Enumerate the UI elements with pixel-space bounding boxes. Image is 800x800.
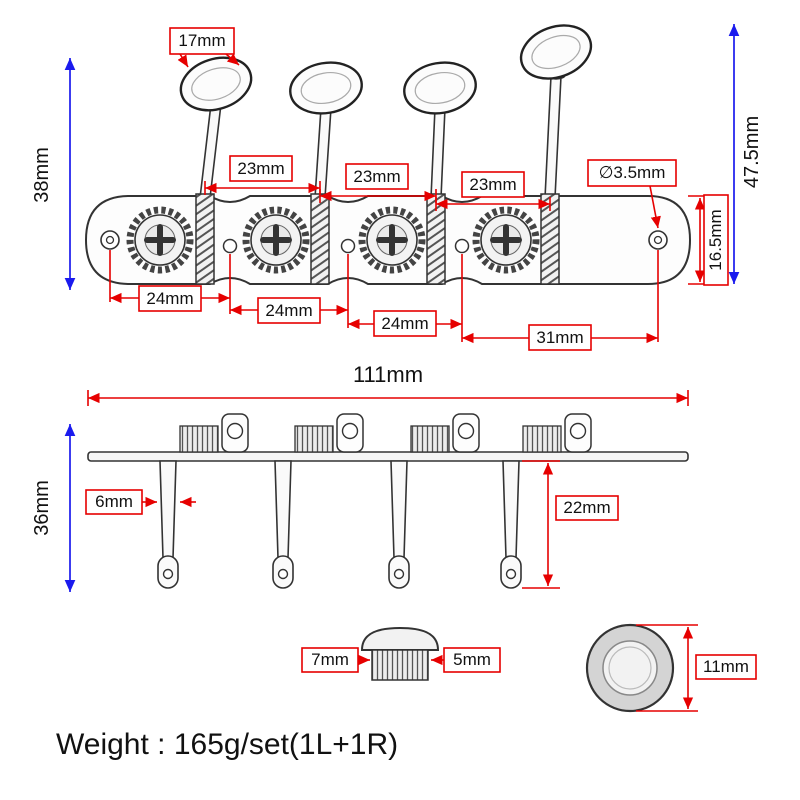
pitch-1-label: 24mm — [146, 289, 193, 308]
string-post — [157, 460, 179, 589]
bushing-height-label: 5mm — [453, 650, 491, 669]
weight-label: Weight : 165g/set(1L+1R) — [56, 728, 398, 761]
bushing-width-label: 7mm — [311, 650, 349, 669]
spacing-dim-2: 23mm — [319, 163, 437, 203]
spacing-3-label: 23mm — [469, 175, 516, 194]
string-post — [272, 460, 294, 589]
pitch-2-label: 24mm — [265, 301, 312, 320]
plate-hole — [454, 238, 470, 254]
spacing-dim-1: 23mm — [204, 155, 321, 195]
spacing-2-label: 23mm — [353, 167, 400, 186]
button-width-label: 17mm — [178, 31, 225, 50]
worm-shaft — [310, 193, 330, 285]
button-width-dim: 17mm — [169, 27, 240, 68]
pitch-3-label: 24mm — [381, 314, 428, 333]
plate-width-dim: 16.5mm — [688, 194, 729, 286]
worm-and-bracket — [294, 413, 364, 453]
pitch-4-label: 31mm — [536, 328, 583, 347]
post-diameter-label: 6mm — [95, 492, 133, 511]
washer-view: 11mm — [585, 623, 757, 713]
gear — [358, 206, 426, 274]
height-left-label: 38mm — [31, 147, 53, 203]
gear — [472, 206, 540, 274]
screw-cross-icon — [260, 224, 292, 256]
post-length-dim: 22mm — [522, 460, 619, 589]
height-right-dim: 47.5mm — [728, 24, 763, 284]
total-length-label: 111mm — [353, 362, 423, 387]
washer-inner — [602, 640, 658, 696]
gear — [242, 206, 310, 274]
worm-shaft — [540, 193, 560, 285]
worm-and-bracket — [179, 413, 249, 453]
string-post — [500, 460, 522, 589]
washer-diameter-dim: 11mm — [636, 624, 757, 712]
side-view: 111mm 36mm — [31, 362, 689, 592]
screw-cross-icon — [144, 224, 176, 256]
screw-cross-icon — [376, 224, 408, 256]
height-right-label: 47.5mm — [741, 116, 763, 188]
bushing-height-dim: 5mm — [431, 647, 501, 673]
bushing-view: 7mm 5mm — [301, 626, 501, 681]
gear — [126, 206, 194, 274]
washer-hole-edge — [608, 646, 652, 690]
height-left-dim: 38mm — [31, 58, 76, 290]
spacing-dim-3: 23mm — [435, 171, 551, 211]
worm-and-bracket — [410, 413, 480, 453]
overall-height-label: 36mm — [31, 480, 53, 536]
plate-side — [87, 451, 689, 462]
end-screw-hole — [648, 230, 668, 250]
tuner-stem — [314, 107, 332, 199]
post-diameter-dim: 6mm — [85, 489, 196, 515]
tuner-stem — [199, 103, 222, 199]
bushing-width-dim: 7mm — [301, 647, 370, 673]
worm-shaft — [195, 193, 215, 285]
total-length-dim: 111mm — [87, 362, 689, 406]
hole-diameter-label: ∅3.5mm — [599, 163, 666, 182]
tuner-button — [179, 56, 253, 112]
hole-pitch-dims: 24mm 24mm 24mm 31mm — [109, 250, 659, 351]
tuner-stem — [544, 75, 562, 199]
washer-diameter-label: 11mm — [703, 657, 749, 676]
tuner-button — [289, 61, 363, 115]
bushing-flange — [360, 626, 440, 651]
plate-hole — [340, 238, 356, 254]
tuner-button — [403, 61, 477, 115]
spacing-1-label: 23mm — [237, 159, 284, 178]
plate-width-label: 16.5mm — [706, 209, 725, 270]
hole-diameter-dim: ∅3.5mm — [587, 159, 677, 229]
plate-hole — [222, 238, 238, 254]
overall-height-dim: 36mm — [31, 424, 76, 592]
tuner-button — [519, 24, 593, 80]
tuner-stem — [430, 107, 446, 199]
worm-and-bracket — [522, 413, 592, 453]
string-post — [388, 460, 410, 589]
bushing-body — [371, 649, 429, 681]
end-screw-hole — [100, 230, 120, 250]
screw-cross-icon — [490, 224, 522, 256]
front-view: 38mm 47.5mm — [31, 24, 763, 351]
post-length-label: 22mm — [563, 498, 610, 517]
